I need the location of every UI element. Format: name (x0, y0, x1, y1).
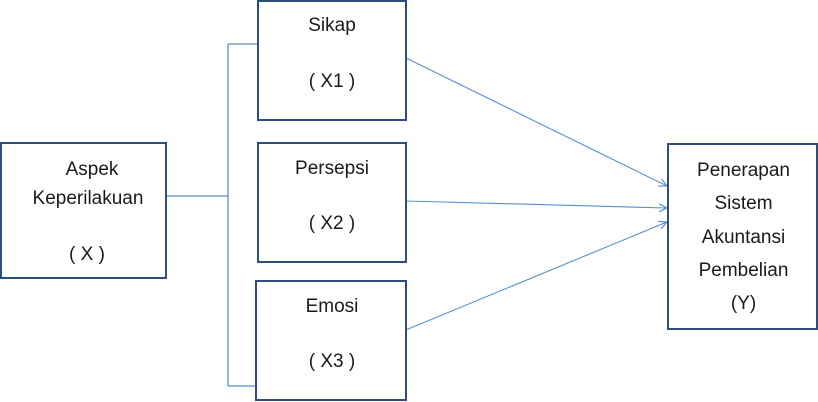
node-x-line1: Aspek (65, 159, 119, 180)
node-x-box: Aspek Keperilakuan ( X ) (0, 142, 167, 279)
node-x2-label: Persepsi (295, 158, 369, 179)
node-x3-label: Emosi (305, 296, 359, 317)
node-x2-box: Persepsi ( X2 ) (257, 142, 407, 263)
arrow-x1-to-y (405, 57, 667, 186)
arrow-x2-to-y (405, 200, 667, 208)
arrow-x3-to-y (383, 222, 667, 340)
node-y-code: (Y) (730, 293, 757, 314)
node-x-line2: Keperilakuan (32, 188, 144, 209)
node-y-line4: Pembelian (698, 260, 789, 281)
node-x3-box: Emosi ( X3 ) (255, 280, 407, 401)
node-y-line3: Akuntansi (701, 227, 786, 248)
node-y-line2: Sistem (714, 193, 773, 214)
node-x3-code: ( X3 ) (308, 351, 356, 372)
node-y-line1: Penerapan (697, 160, 790, 181)
node-y-box: Penerapan Sistem Akuntansi Pembelian (Y) (667, 143, 818, 330)
node-x2-code: ( X2 ) (308, 213, 356, 234)
node-x1-label: Sikap (308, 15, 356, 36)
node-x-code: ( X ) (69, 244, 105, 265)
node-x1-box: Sikap ( X1 ) (257, 0, 407, 121)
node-x1-code: ( X1 ) (308, 71, 356, 92)
